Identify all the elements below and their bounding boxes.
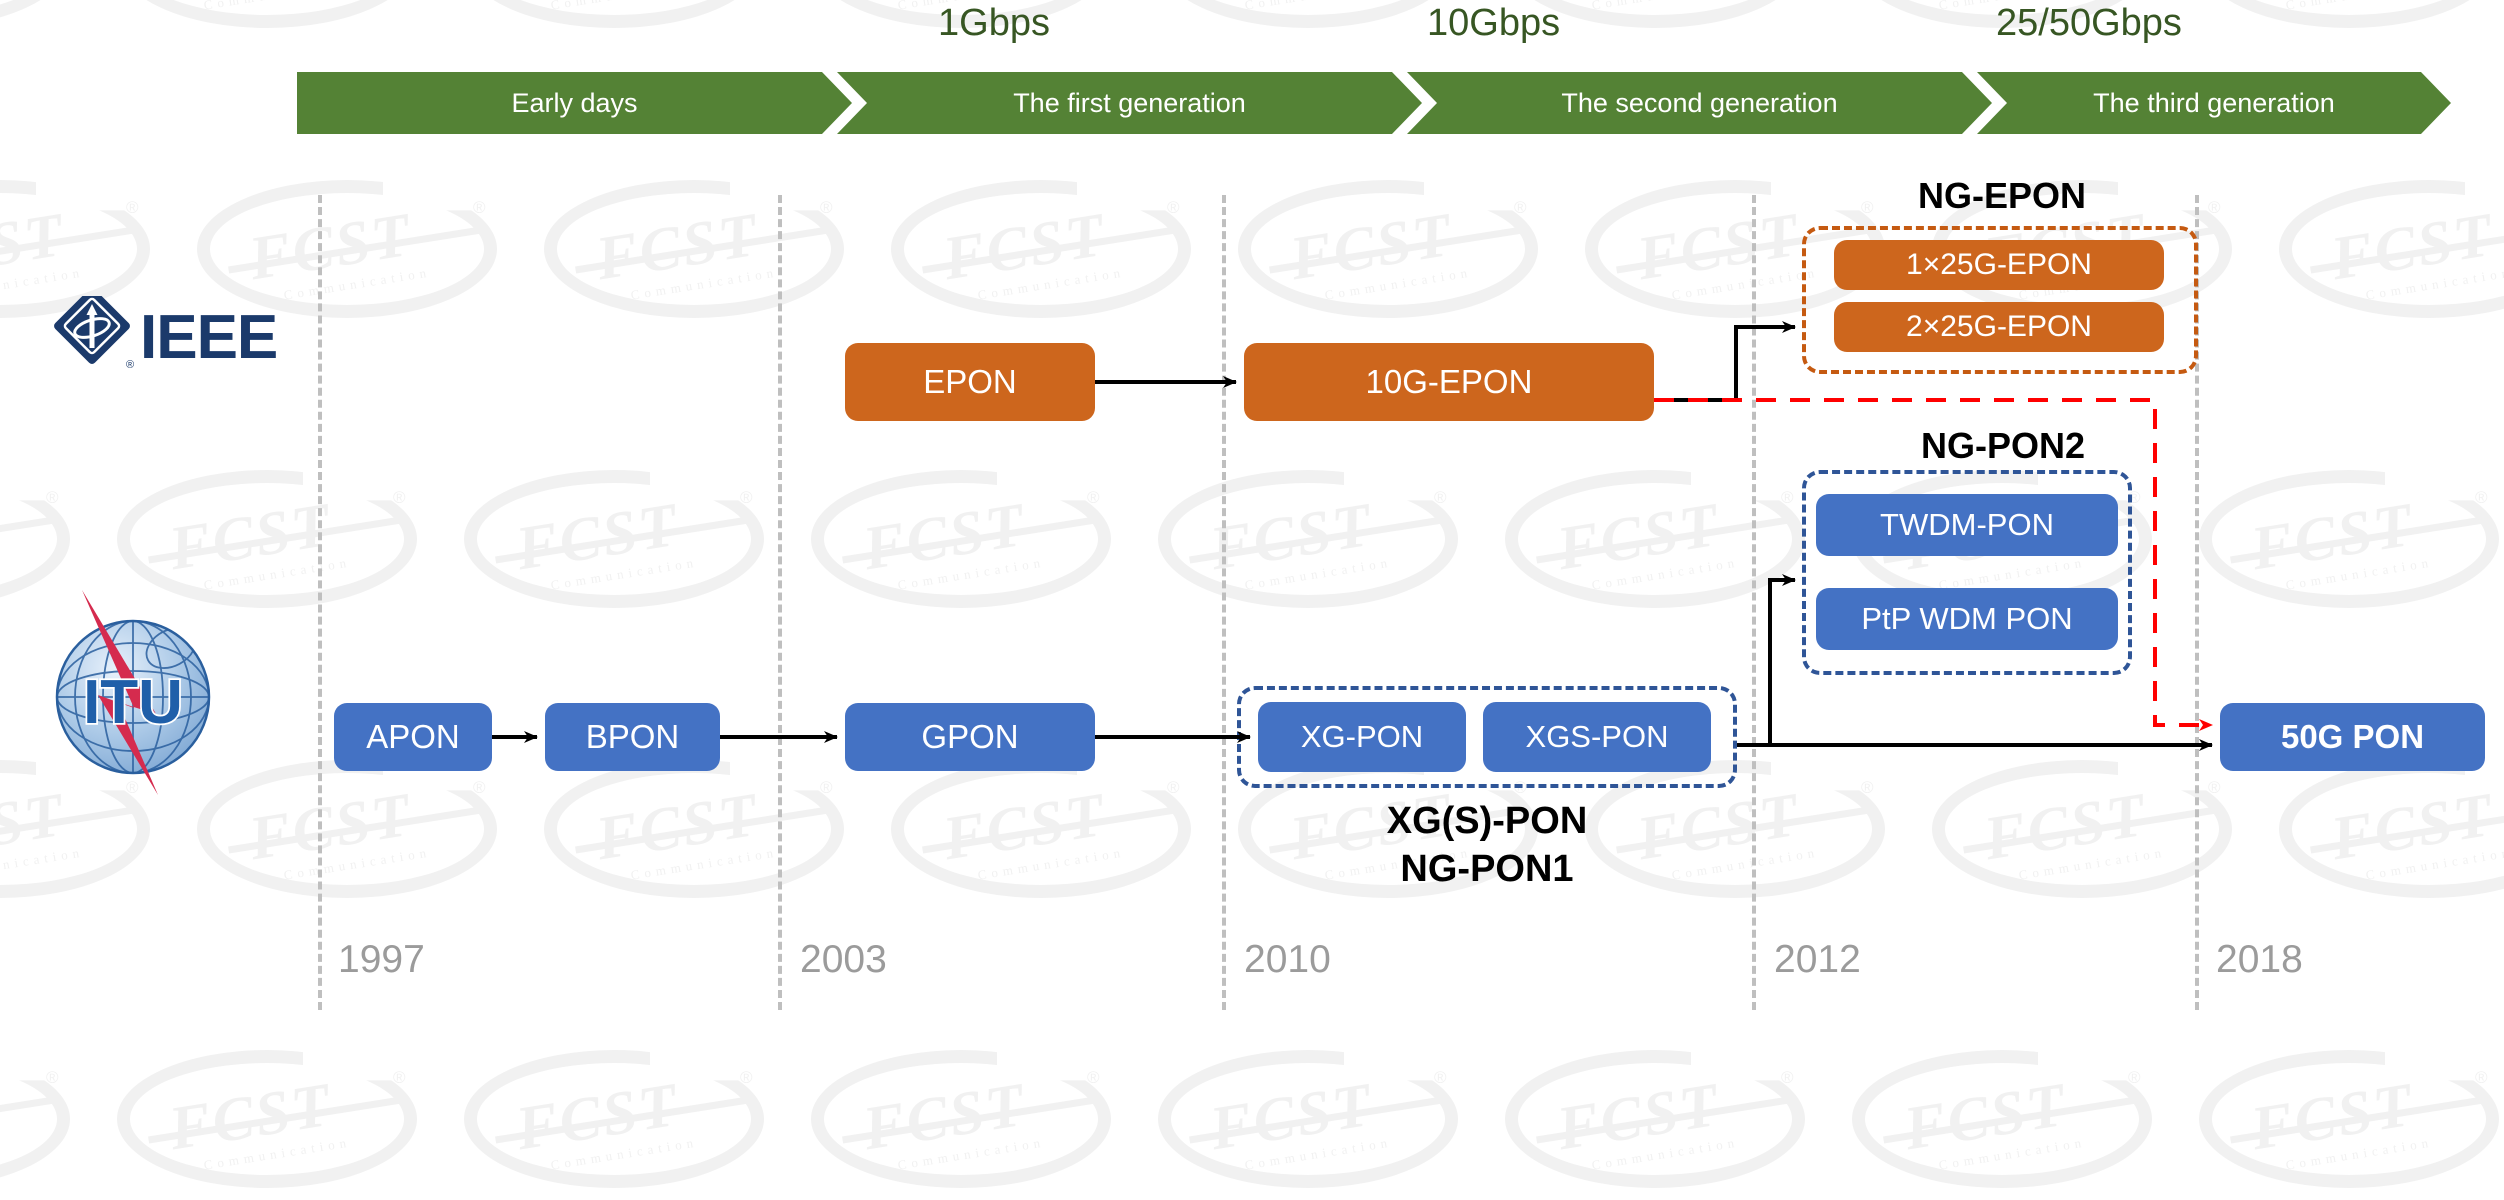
tech-box-label: 50G PON (2280, 718, 2425, 755)
arrow-10g-epon-to-ng-epon (1654, 321, 1796, 402)
phase-label: The first generation (1013, 87, 1246, 118)
tech-box-label: GPON (921, 718, 1019, 755)
tech-box-1x25g-epon[interactable]: 1×25G-EPON (1834, 240, 2164, 290)
tech-box-epon[interactable]: EPON (845, 343, 1095, 421)
year-label-1997: 1997 (338, 938, 425, 981)
itu-globe-icon: ITU (55, 590, 211, 795)
tech-box-label: TWDM-PON (1880, 507, 2054, 542)
phase-label: Early days (511, 87, 638, 118)
year-guide-2010 (1222, 195, 1226, 1010)
phase-banner: Early days The first generation The seco… (297, 72, 2451, 134)
tech-box-label: BPON (585, 718, 680, 755)
tech-box-label: 1×25G-EPON (1906, 248, 2092, 281)
speed-label-10gbps: 10Gbps (1427, 2, 1561, 44)
itu-logo: ITU (38, 590, 228, 795)
tech-box-label: XG-PON (1300, 719, 1424, 754)
phase-third-generation[interactable]: The third generation (1977, 72, 2451, 134)
tech-box-label: EPON (923, 363, 1017, 400)
year-label-2018: 2018 (2216, 938, 2303, 981)
phase-early-days[interactable]: Early days (297, 72, 852, 134)
tech-box-label: XGS-PON (1525, 719, 1669, 754)
tech-box-gpon[interactable]: GPON (845, 703, 1095, 771)
tech-box-ptp-wdm-pon[interactable]: PtP WDM PON (1816, 588, 2118, 650)
group-caption-xgs-pon: XG(S)-PON (1386, 800, 1588, 842)
ieee-wordmark: IEEE (140, 303, 277, 372)
speed-label-2550gbps: 25/50Gbps (1996, 2, 2182, 44)
itu-wordmark: ITU (83, 668, 183, 737)
tech-box-10g-epon[interactable]: 10G-EPON (1244, 343, 1654, 421)
phase-second-generation[interactable]: The second generation (1407, 72, 1992, 134)
year-guide-2012 (1752, 195, 1756, 1010)
year-label-2012: 2012 (1774, 938, 1861, 981)
group-title-ng-pon2: NG-PON2 (1920, 425, 2086, 466)
speed-label-1gbps: 1Gbps (938, 2, 1050, 44)
tech-box-bpon[interactable]: BPON (545, 703, 720, 771)
phase-label: The second generation (1561, 87, 1838, 118)
phase-label: The third generation (2093, 87, 2335, 118)
arrow-xgs-pon-to-ng-pon2 (1768, 574, 1796, 745)
group-caption-ng-pon1: NG-PON1 (1400, 848, 1574, 890)
ieee-logo: ® IEEE (20, 288, 278, 380)
tech-box-label: APON (366, 718, 460, 755)
tech-box-2x25g-epon[interactable]: 2×25G-EPON (1834, 302, 2164, 352)
year-guide-1997 (318, 195, 322, 1010)
tech-box-xgs-pon[interactable]: XGS-PON (1483, 702, 1711, 772)
tech-box-twdm-pon[interactable]: TWDM-PON (1816, 494, 2118, 556)
tech-box-apon[interactable]: APON (334, 703, 492, 771)
ieee-diamond-icon: ® (54, 288, 134, 371)
tech-box-label: 10G-EPON (1365, 363, 1533, 400)
tech-box-xg-pon[interactable]: XG-PON (1258, 702, 1466, 772)
tech-box-50g-pon[interactable]: 50G PON (2220, 703, 2485, 771)
tech-box-label: PtP WDM PON (1861, 601, 2073, 636)
group-title-ng-epon: NG-EPON (1917, 175, 2086, 216)
itu-lightning-icon (82, 590, 158, 795)
svg-text:®: ® (126, 359, 134, 371)
tech-box-label: 2×25G-EPON (1906, 310, 2092, 343)
year-label-2003: 2003 (800, 938, 887, 981)
year-guide-2003 (778, 195, 782, 1010)
year-label-2010: 2010 (1244, 938, 1331, 981)
phase-first-generation[interactable]: The first generation (837, 72, 1422, 134)
